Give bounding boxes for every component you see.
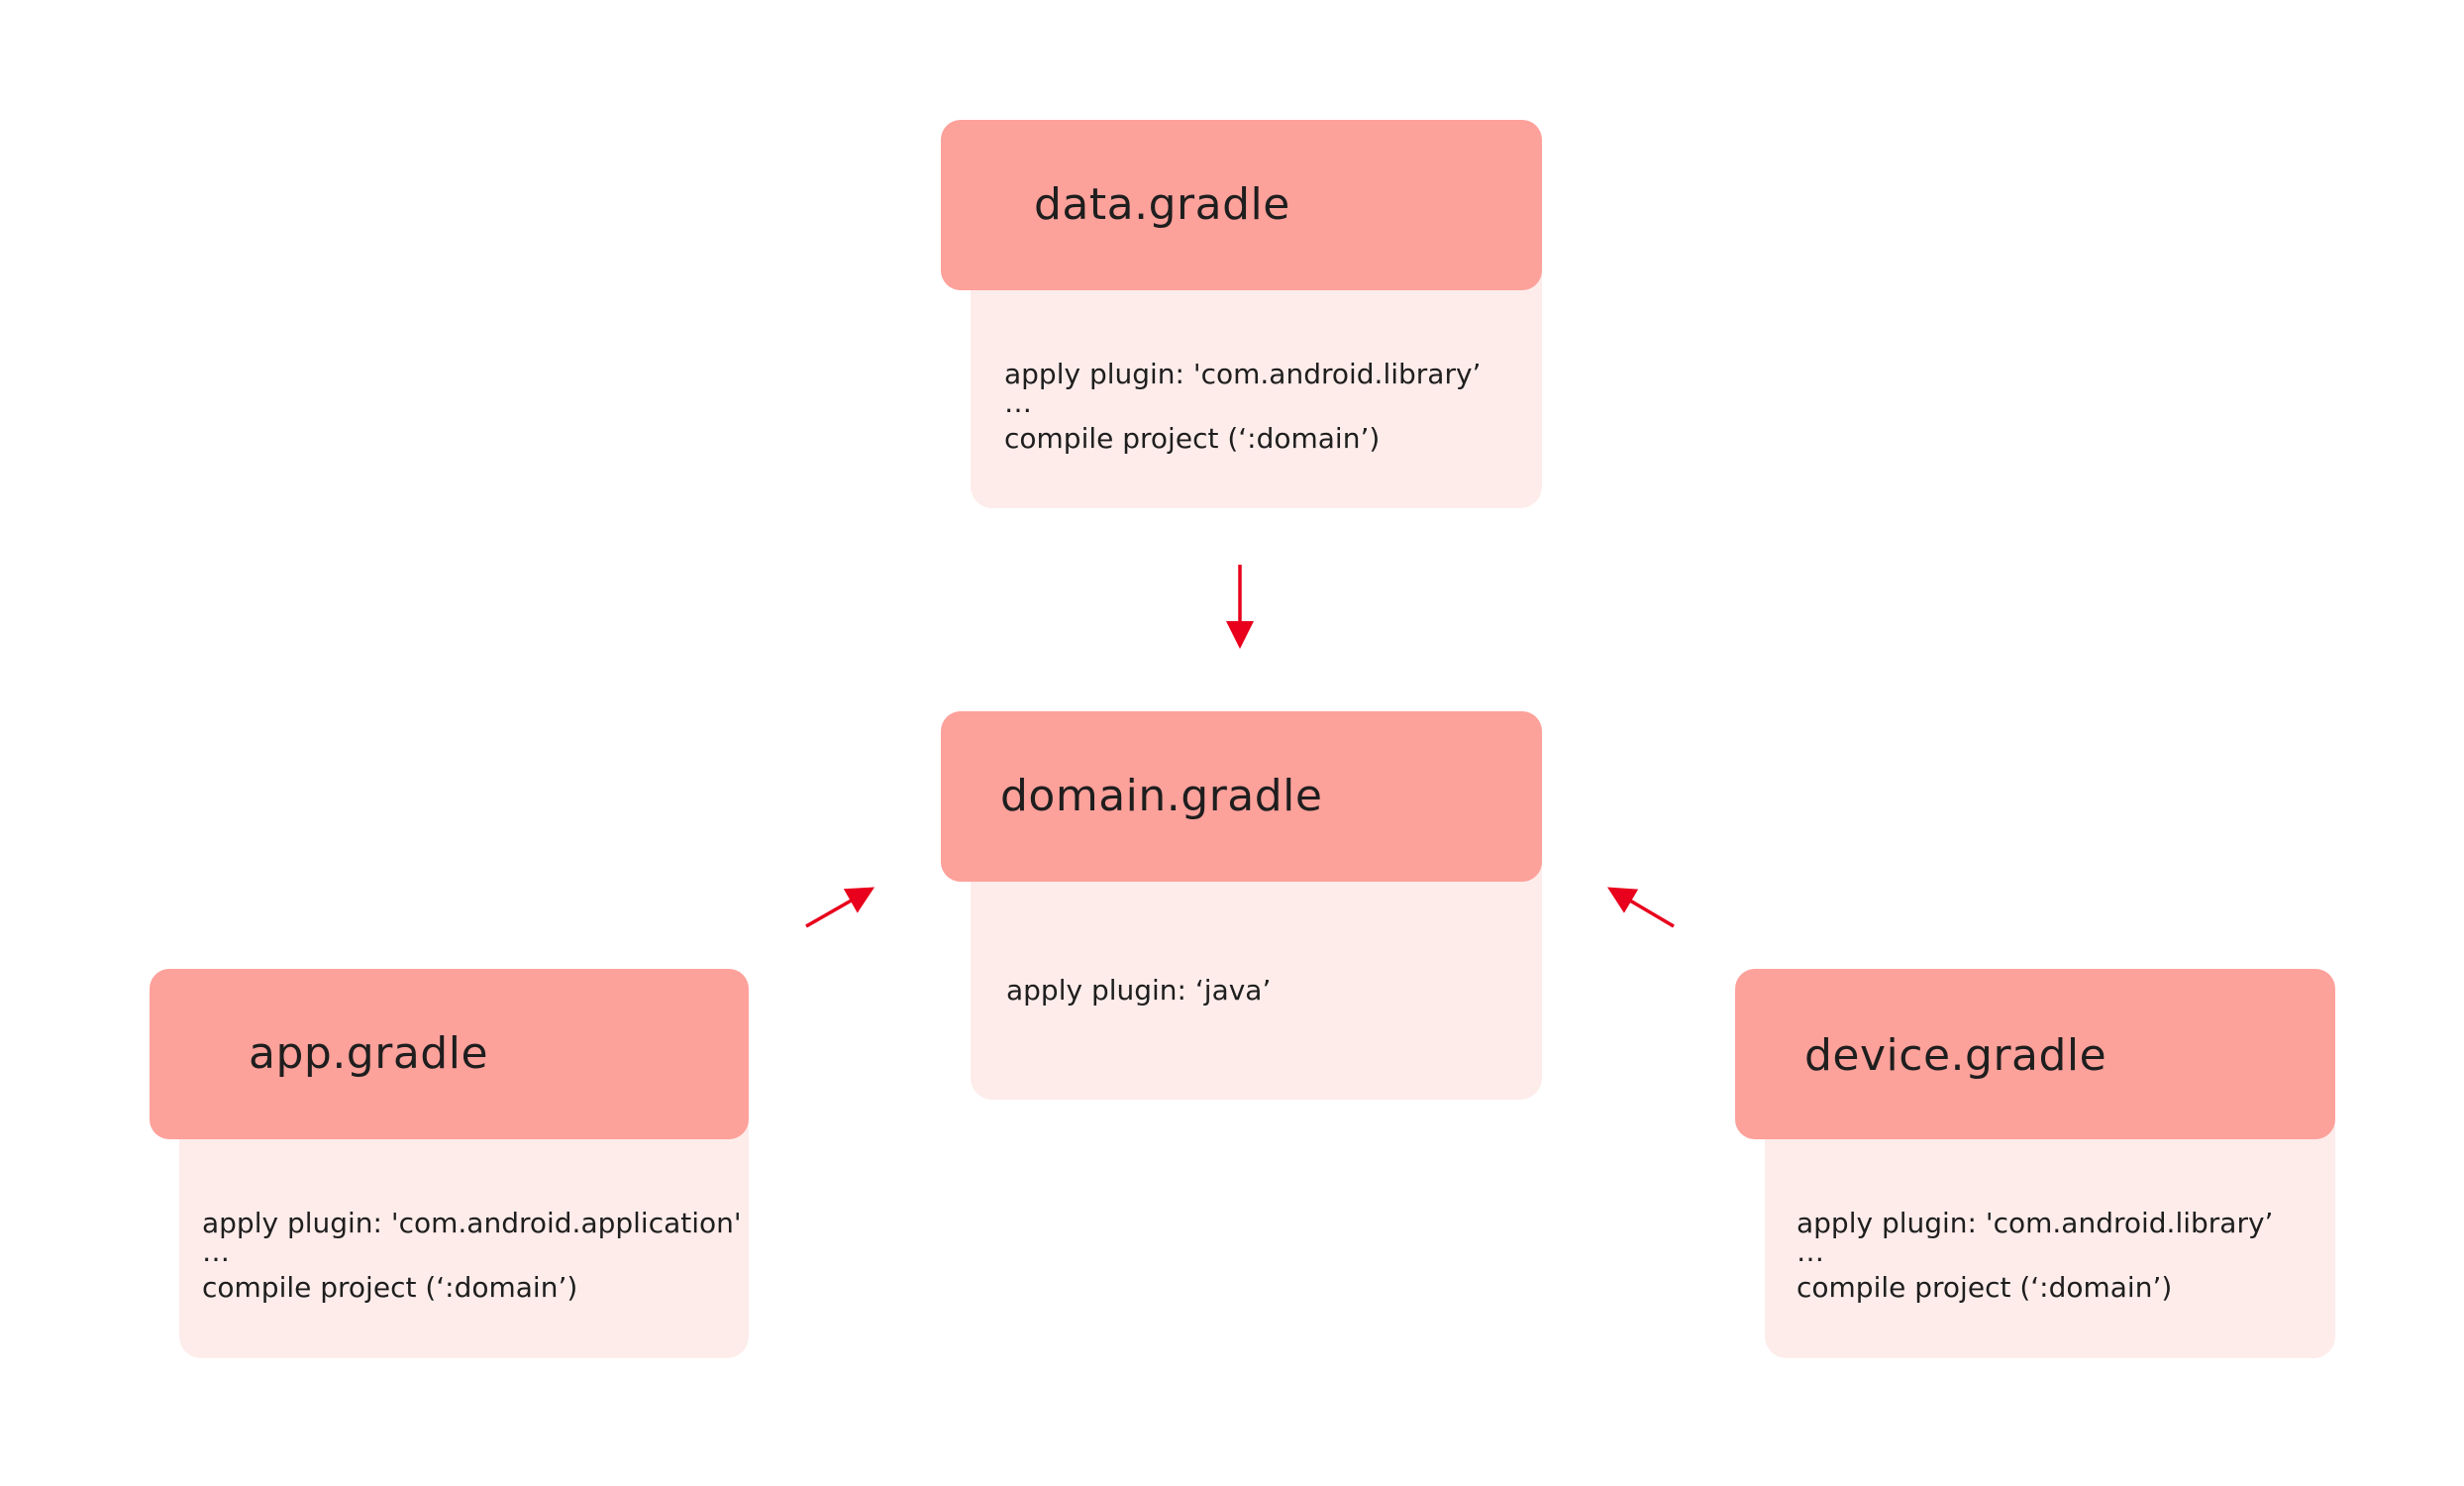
code-line-ellipsis: … bbox=[1004, 386, 1032, 419]
module-code: apply plugin: 'com.android.library’ … co… bbox=[1004, 358, 1481, 455]
module-header bbox=[1735, 969, 2335, 1139]
module-title: data.gradle bbox=[1034, 179, 1290, 230]
code-line-apply-plugin: apply plugin: 'com.android.library’ bbox=[1004, 358, 1482, 390]
module-header bbox=[941, 120, 1542, 290]
arrow-app-to-domain bbox=[805, 887, 875, 928]
code-line-compile-project: compile project (‘:domain’) bbox=[202, 1271, 578, 1304]
module-device-gradle: device.gradle apply plugin: 'com.android… bbox=[1735, 969, 2335, 1358]
module-header bbox=[150, 969, 749, 1139]
module-title: app.gradle bbox=[249, 1028, 489, 1079]
module-title: domain.gradle bbox=[1000, 771, 1323, 821]
code-line-compile-project: compile project (‘:domain’) bbox=[1004, 422, 1381, 455]
code-line-compile-project: compile project (‘:domain’) bbox=[1797, 1271, 2173, 1304]
module-header bbox=[941, 711, 1542, 882]
module-title: device.gradle bbox=[1804, 1030, 2107, 1081]
module-domain-gradle: domain.gradle apply plugin: ‘java’ bbox=[941, 711, 1542, 1100]
code-line-ellipsis: … bbox=[202, 1235, 230, 1268]
code-line-ellipsis: … bbox=[1797, 1235, 1824, 1268]
module-app-gradle: app.gradle apply plugin: 'com.android.ap… bbox=[150, 969, 749, 1358]
arrow-device-to-domain bbox=[1606, 887, 1675, 928]
code-line-apply-plugin: apply plugin: 'com.android.application' bbox=[202, 1207, 742, 1239]
code-line-apply-plugin: apply plugin: 'com.android.library’ bbox=[1797, 1207, 2274, 1239]
module-code: apply plugin: 'com.android.application' … bbox=[202, 1207, 742, 1304]
module-code: apply plugin: ‘java’ bbox=[1006, 974, 1271, 1007]
module-code: apply plugin: 'com.android.library’ … co… bbox=[1797, 1207, 2273, 1304]
code-line-apply-plugin: apply plugin: ‘java’ bbox=[1006, 974, 1272, 1007]
module-data-gradle: data.gradle apply plugin: 'com.android.l… bbox=[941, 120, 1542, 508]
